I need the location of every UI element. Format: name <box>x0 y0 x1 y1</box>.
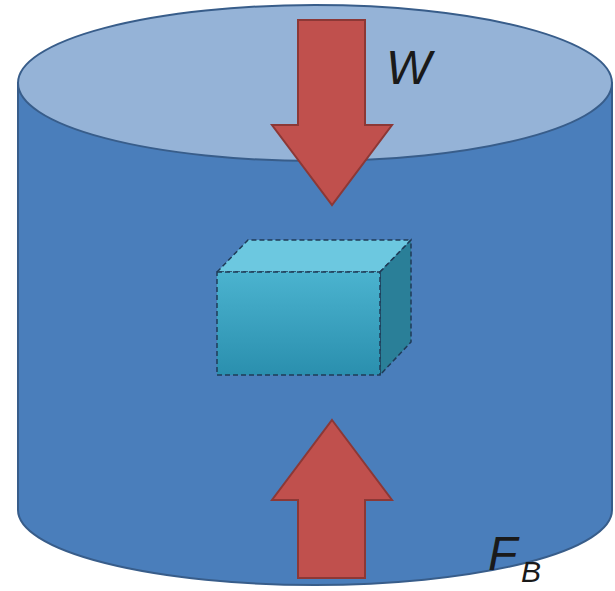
weight-arrow <box>272 20 392 205</box>
weight-label: W <box>386 44 431 92</box>
submerged-block <box>217 240 411 375</box>
force-subscript: B <box>521 557 541 587</box>
buoyancy-arrow <box>272 420 392 578</box>
force-label: F <box>488 530 517 578</box>
